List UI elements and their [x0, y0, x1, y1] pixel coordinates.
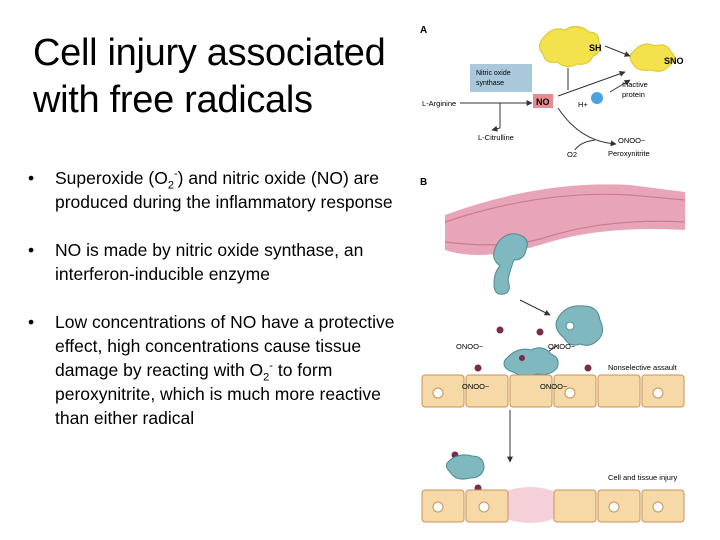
panel-b-label: B — [420, 177, 427, 188]
bullet-text: to form peroxynitrite, which is much mor… — [55, 360, 381, 428]
tissue-row-upper — [421, 374, 685, 408]
arginine-label: L-Arginine — [422, 99, 456, 108]
title-line-2: with free radicals — [33, 79, 313, 121]
arrow-no-sno — [557, 70, 626, 97]
arrow-citrulline — [491, 125, 501, 132]
superscript: - — [269, 360, 273, 373]
macrophage-activated — [555, 305, 604, 346]
radical-dot — [519, 355, 525, 361]
bullet-marker: • — [28, 312, 35, 332]
inactive-line-1: Inactive — [622, 80, 648, 89]
protein-sh-blob — [539, 26, 601, 68]
radical-dot — [474, 364, 482, 372]
tissue-row-lower — [421, 489, 685, 523]
onoo-left-label: ONOO− — [456, 342, 484, 351]
slide-title: Cell injury associated with free radical… — [33, 30, 423, 124]
radical-dot — [496, 326, 504, 334]
arrow-sh-sno — [604, 45, 631, 57]
bullet-text: Low concentrations of NO have a protecti… — [55, 312, 395, 380]
arrow-inactive — [609, 79, 631, 93]
tissue-cell — [465, 374, 509, 408]
bullet-item: • Superoxide (O2-) and nitric oxide (NO)… — [28, 166, 400, 214]
vessel-wall-top — [444, 193, 686, 223]
no-label: NO — [536, 97, 550, 107]
title-line-1: Cell injury associated — [33, 32, 386, 74]
macrophage-injury — [445, 454, 485, 480]
bullet-text: Superoxide (O — [55, 168, 168, 188]
enzyme-line-2: synthase — [476, 80, 504, 87]
onoo-formula-label: ONOO− — [618, 136, 646, 145]
vessel-wall-bottom — [444, 220, 686, 246]
cell-nucleus — [608, 501, 620, 513]
enzyme-line-1: Nitric oxide — [476, 70, 511, 77]
radical-dot — [536, 328, 544, 336]
cell-nucleus — [564, 387, 576, 399]
sno-label: SNO — [664, 56, 684, 66]
electron-icon — [591, 92, 603, 104]
onoo-cell2-label: ONOO− — [540, 382, 568, 391]
citrulline-label: L-Citrulline — [478, 133, 514, 142]
macrophage-assault — [503, 347, 559, 377]
panel-a-label: A — [420, 25, 427, 36]
tissue-cell — [553, 489, 597, 523]
bullet-list: • Superoxide (O2-) and nitric oxide (NO)… — [28, 166, 400, 454]
arrow-o2 — [574, 139, 596, 151]
no-box — [533, 94, 553, 108]
tissue-cell — [509, 374, 553, 408]
bullet-marker: • — [28, 240, 35, 260]
tissue-cell — [597, 374, 641, 408]
cell-nucleus — [478, 501, 490, 513]
bullet-item: • Low concentrations of NO have a protec… — [28, 310, 400, 430]
cell-nucleus — [652, 501, 664, 513]
macrophage-migrating — [493, 233, 528, 295]
h-plus-label: H+ — [578, 100, 588, 109]
enzyme-box — [470, 64, 532, 92]
bullet-item: • NO is made by nitric oxide synthase, a… — [28, 238, 400, 286]
nonselective-label: Nonselective assault — [608, 363, 678, 372]
injury-label: Cell and tissue injury — [608, 473, 677, 482]
bullet-text: ) and nitric oxide (NO) are produced dur… — [55, 168, 393, 212]
o2-label: O2 — [567, 150, 577, 159]
injury-blush — [494, 487, 566, 523]
subscript: 2 — [167, 179, 174, 192]
onoo-cell1-label: ONOO− — [462, 382, 490, 391]
inactive-line-2: protein — [622, 90, 645, 99]
superscript: - — [173, 168, 178, 181]
bullet-marker: • — [28, 168, 35, 188]
cell-nucleus — [432, 501, 444, 513]
onoo-right-label: ONOO− — [548, 342, 576, 351]
figure-illustration: A SH SNO Nitric oxide synthase L-Arginin… — [420, 25, 686, 523]
arrow-no-onoo — [557, 107, 617, 147]
sh-label: SH — [589, 43, 602, 53]
protein-sno-blob — [629, 43, 675, 72]
macrophage-nucleus — [565, 321, 575, 331]
radical-dot — [584, 364, 592, 372]
cell-nucleus — [652, 387, 664, 399]
cell-nucleus — [432, 387, 444, 399]
arrow-migration — [519, 299, 551, 316]
bullet-text: NO is made by nitric oxide synthase, an … — [55, 240, 364, 284]
peroxynitrite-label: Peroxynitrite — [608, 149, 650, 158]
subscript: 2 — [263, 371, 270, 384]
